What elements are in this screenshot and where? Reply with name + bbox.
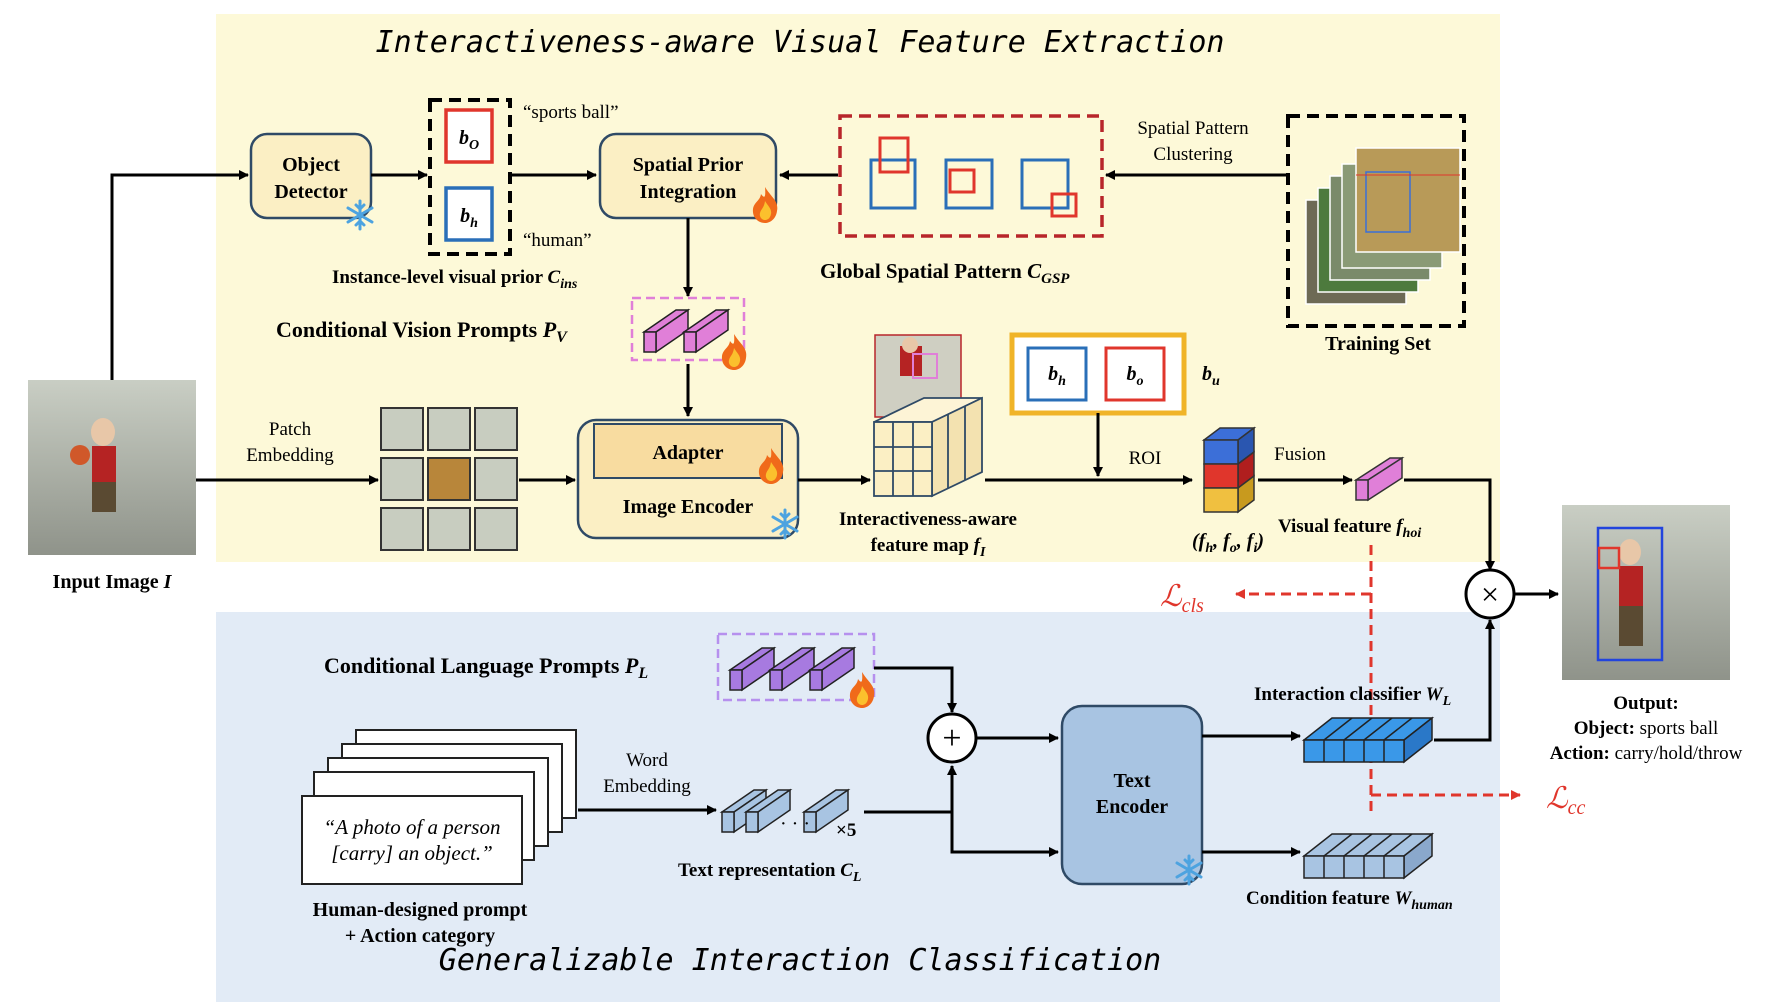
roi-object-label: bo (1127, 363, 1144, 389)
image-encoder-label: Image Encoder (623, 496, 754, 518)
object-detector-label: Object (282, 154, 340, 176)
prompt-caption-line1: Human-designed prompt (313, 899, 528, 921)
top-panel-title: Interactiveness-aware Visual Feature Ext… (376, 25, 1225, 60)
clustering-label-2: Clustering (1153, 144, 1233, 165)
box-human-label: bh (460, 205, 478, 231)
instance-prior-box (428, 98, 512, 256)
text-rep-times: ×5 (836, 820, 856, 841)
condition-feature-label: Condition feature Whuman (1246, 888, 1453, 913)
gsp-object-2 (948, 168, 976, 194)
multiply-symbol: × (1481, 576, 1499, 612)
bottom-panel-title: Generalizable Interaction Classification (439, 943, 1161, 978)
arrow-prompts-plus (874, 666, 957, 713)
text-encoder-box (1060, 704, 1204, 886)
gsp-object-1 (878, 136, 910, 174)
output-object: Object: sports ball (1574, 718, 1719, 739)
training-set-label: Training Set (1325, 333, 1431, 355)
object-detector-box (249, 132, 373, 220)
vision-prompt-tokens (641, 308, 731, 354)
spatial-prior-label-2: Integration (640, 181, 737, 203)
patch-embedding-label-2: Embedding (246, 445, 334, 466)
quote-object: “sports ball” (523, 102, 619, 123)
gsp-label: Global Spatial Pattern CGSP (820, 259, 1070, 287)
triple-feature-stack (1201, 426, 1257, 514)
text-rep-tokens (719, 788, 851, 834)
condition-feature-tokens (1301, 832, 1435, 880)
word-embedding-label-2: Embedding (603, 776, 691, 797)
text-rep-dots: · · · (780, 813, 810, 835)
visual-feature-label: Visual feature fhoi (1278, 516, 1421, 541)
training-set-box (1286, 114, 1466, 328)
feature-map-label: Interactiveness-aware (839, 509, 1017, 530)
prompt-caption-line2: + Action category (345, 925, 495, 947)
box-object-label: bO (459, 127, 479, 153)
prompt-card-stack (301, 729, 577, 885)
arrow-visual-multiply (1404, 478, 1495, 571)
roi-object-box (1104, 346, 1166, 402)
box-human (444, 186, 494, 242)
output-action: Action: carry/hold/throw (1550, 743, 1743, 764)
loss-cls-label: ℒcls (1160, 580, 1204, 617)
word-embedding-label: Word (626, 750, 668, 771)
object-detector-label-2: Detector (274, 181, 347, 203)
fusion-label: Fusion (1274, 444, 1326, 465)
roi-human-label: bh (1048, 363, 1066, 389)
input-image (28, 380, 196, 555)
text-rep-label: Text representation CL (678, 860, 861, 885)
interaction-classifier-label: Interaction classifier WL (1254, 684, 1451, 709)
roi-union-label: bu (1202, 363, 1220, 389)
roi-human-box (1026, 346, 1088, 402)
spatial-prior-label: Spatial Prior (633, 154, 744, 176)
language-prompt-tokens (727, 646, 857, 692)
language-prompts-label: Conditional Language Prompts PL (324, 653, 648, 682)
vision-prompts-box (630, 296, 746, 362)
output-image (1562, 505, 1730, 680)
arrow-textrep-encoder (950, 812, 1059, 857)
feature-map-label-2: feature map fI (871, 535, 986, 560)
loss-cc-label: ℒcc (1546, 782, 1585, 819)
output-title: Output: (1613, 693, 1678, 714)
gsp-human-2 (944, 158, 994, 210)
interaction-classifier-tokens (1301, 716, 1435, 764)
plus-symbol: + (942, 720, 961, 757)
gsp-human-1 (869, 158, 917, 210)
vision-prompts-label: Conditional Vision Prompts PV (276, 317, 568, 346)
instance-prior-label: Instance-level visual prior Cins (332, 267, 578, 292)
triple-label: (fh, fo, fi) (1192, 530, 1264, 556)
input-image-label: Input Image I (53, 571, 173, 593)
training-images (1305, 147, 1461, 305)
gsp-object-3 (1050, 192, 1078, 218)
roi-label: ROI (1129, 448, 1162, 469)
spatial-prior-box (598, 132, 778, 220)
text-encoder-label-2: Encoder (1096, 796, 1168, 818)
adapter-box (593, 423, 783, 479)
prompt-card-line2: [carry] an object.” (331, 841, 493, 865)
visual-feature-token (1353, 456, 1405, 502)
adapter-label: Adapter (652, 442, 723, 464)
clustering-label: Spatial Pattern (1137, 118, 1249, 139)
gsp-box (838, 114, 1104, 238)
patch-embedding-label: Patch (269, 419, 312, 440)
patch-grid (380, 407, 518, 551)
box-object (444, 108, 494, 164)
arrow-classifier-multiply (1434, 619, 1495, 742)
arrow-input-detector (110, 170, 249, 380)
text-encoder-label: Text (1113, 770, 1150, 792)
feature-map-cube (873, 396, 983, 498)
quote-human: “human” (523, 230, 592, 251)
gsp-human-3 (1020, 158, 1070, 210)
prompt-card-line1: “A photo of a person (324, 815, 501, 839)
